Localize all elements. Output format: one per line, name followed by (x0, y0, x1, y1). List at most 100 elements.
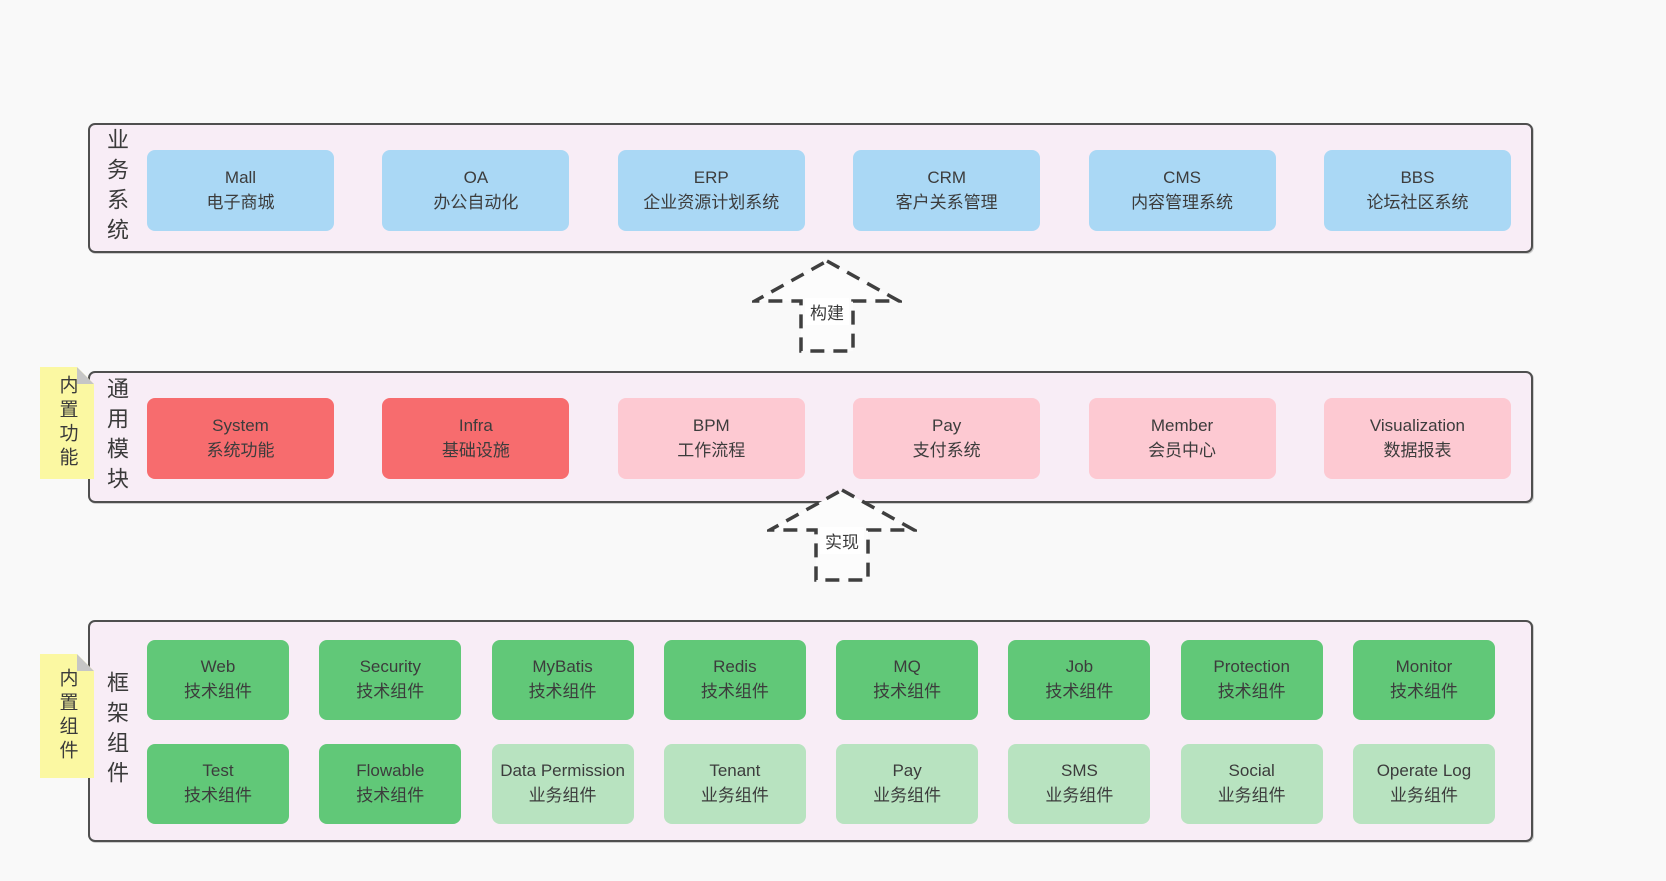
box-subtitle: 内容管理系统 (1131, 192, 1234, 212)
box-title: Job (1065, 657, 1094, 677)
box-title: BPM (692, 415, 730, 435)
box-social: Social 业务组件 (1180, 744, 1323, 824)
box-subtitle: 业务组件 (1045, 786, 1114, 805)
box-subtitle: 技术组件 (1389, 682, 1458, 701)
box-mq: MQ 技术组件 (836, 640, 979, 720)
box-bbs: BBS 论坛社区系统 (1323, 150, 1511, 231)
box-operate-log: Operate Log 业务组件 (1352, 744, 1495, 824)
box-subtitle: 技术组件 (528, 682, 597, 701)
box-title: Redis (713, 657, 757, 677)
arrow-build-label: 构建 (805, 298, 849, 325)
box-tenant: Tenant 业务组件 (663, 744, 806, 824)
box-subtitle: 客户关系管理 (895, 192, 998, 212)
layer-modules-side-label: 通用模块 (104, 377, 129, 497)
box-subtitle: 技术组件 (356, 682, 425, 701)
box-crm: CRM 客户关系管理 (853, 150, 1041, 231)
box-subtitle: 论坛社区系统 (1366, 192, 1469, 212)
box-oa: OA 办公自动化 (382, 150, 570, 231)
arrow-implement: 实现 (767, 487, 917, 583)
components-box-row-1: Web 技术组件 Security 技术组件 MyBatis 技术组件 Redi… (147, 640, 1495, 720)
box-web: Web 技术组件 (147, 640, 289, 720)
box-title: Flowable (356, 761, 425, 781)
modules-box-row: System 系统功能 Infra 基础设施 BPM 工作流程 Pay 支付系统… (147, 398, 1511, 479)
box-sms: SMS 业务组件 (1008, 744, 1151, 824)
box-subtitle: 支付系统 (912, 440, 981, 460)
box-title: ERP (693, 167, 729, 187)
box-title: MyBatis (532, 657, 593, 677)
layer-framework-components: 框架组件 Web 技术组件 Security 技术组件 MyBatis 技术组件… (88, 620, 1533, 842)
box-subtitle: 系统功能 (206, 440, 275, 460)
box-title: Social (1228, 761, 1275, 781)
box-monitor: Monitor 技术组件 (1352, 640, 1495, 720)
box-subtitle: 技术组件 (1045, 682, 1114, 701)
box-title: SMS (1060, 761, 1098, 781)
box-title: Monitor (1395, 657, 1453, 677)
box-subtitle: 会员中心 (1148, 440, 1217, 460)
box-subtitle: 工作流程 (677, 440, 746, 460)
box-title: MQ (893, 657, 921, 677)
sticky-note-builtin-features: 内置功能 (40, 367, 94, 479)
box-title: Data Permission (500, 761, 625, 781)
box-title: CMS (1163, 167, 1201, 187)
box-subtitle: 技术组件 (184, 786, 252, 805)
box-redis: Redis 技术组件 (663, 640, 806, 720)
layer-common-modules: 通用模块 System 系统功能 Infra 基础设施 BPM 工作流程 Pay… (88, 371, 1533, 503)
box-mall: Mall 电子商城 (147, 150, 334, 231)
box-pay: Pay 支付系统 (853, 398, 1041, 479)
box-job: Job 技术组件 (1008, 640, 1151, 720)
box-flowable: Flowable 技术组件 (319, 744, 462, 824)
sticky-note-text: 内置组件 (56, 668, 78, 764)
business-box-row: Mall 电子商城 OA 办公自动化 ERP 企业资源计划系统 CRM 客户关系… (147, 150, 1511, 231)
layer-business-side-label: 业务系统 (104, 128, 129, 248)
box-subtitle: 技术组件 (356, 786, 425, 805)
box-protection: Protection 技术组件 (1180, 640, 1323, 720)
box-title: CRM (927, 167, 967, 187)
box-mybatis: MyBatis 技术组件 (491, 640, 634, 720)
box-title: OA (463, 167, 489, 187)
box-member: Member 会员中心 (1088, 398, 1276, 479)
box-subtitle: 电子商城 (206, 192, 275, 212)
components-box-row-2: Test 技术组件 Flowable 技术组件 Data Permission … (147, 744, 1495, 824)
box-title: Visualization (1369, 415, 1466, 435)
box-title: Member (1150, 415, 1214, 435)
box-title: Web (200, 657, 236, 677)
box-erp: ERP 企业资源计划系统 (617, 150, 805, 231)
arrow-implement-label: 实现 (820, 527, 864, 554)
box-title: BBS (1400, 167, 1435, 187)
box-title: System (212, 415, 269, 435)
box-cms: CMS 内容管理系统 (1088, 150, 1276, 231)
box-subtitle: 业务组件 (1389, 786, 1458, 805)
box-subtitle: 业务组件 (528, 786, 597, 805)
box-subtitle: 技术组件 (1217, 682, 1286, 701)
layer-components-side-label: 框架组件 (104, 671, 129, 791)
box-title: Mall (224, 167, 257, 187)
box-subtitle: 数据报表 (1383, 440, 1452, 460)
box-title: Tenant (709, 761, 761, 781)
box-subtitle: 基础设施 (441, 440, 510, 460)
box-subtitle: 技术组件 (700, 682, 769, 701)
box-title: Security (359, 657, 421, 677)
box-test: Test 技术组件 (147, 744, 289, 824)
box-data-permission: Data Permission 业务组件 (491, 744, 634, 824)
box-subtitle: 技术组件 (873, 682, 942, 701)
box-bpm: BPM 工作流程 (617, 398, 805, 479)
box-title: Test (202, 761, 234, 781)
box-title: Infra (458, 415, 493, 435)
arrow-build: 构建 (752, 258, 902, 354)
box-subtitle: 企业资源计划系统 (643, 192, 780, 212)
sticky-note-builtin-components: 内置组件 (40, 654, 94, 778)
layer-business-systems: 业务系统 Mall 电子商城 OA 办公自动化 ERP 企业资源计划系统 CRM… (88, 123, 1533, 253)
box-title: Operate Log (1376, 761, 1472, 781)
box-infra: Infra 基础设施 (382, 398, 570, 479)
box-subtitle: 业务组件 (1217, 786, 1286, 805)
box-system: System 系统功能 (147, 398, 334, 479)
box-subtitle: 办公自动化 (433, 192, 519, 212)
box-subtitle: 业务组件 (700, 786, 769, 805)
box-visualization: Visualization 数据报表 (1323, 398, 1511, 479)
box-title: Pay (892, 761, 922, 781)
sticky-note-text: 内置功能 (56, 375, 78, 471)
box-title: Pay (932, 415, 962, 435)
box-subtitle: 技术组件 (184, 682, 252, 701)
box-security: Security 技术组件 (319, 640, 462, 720)
